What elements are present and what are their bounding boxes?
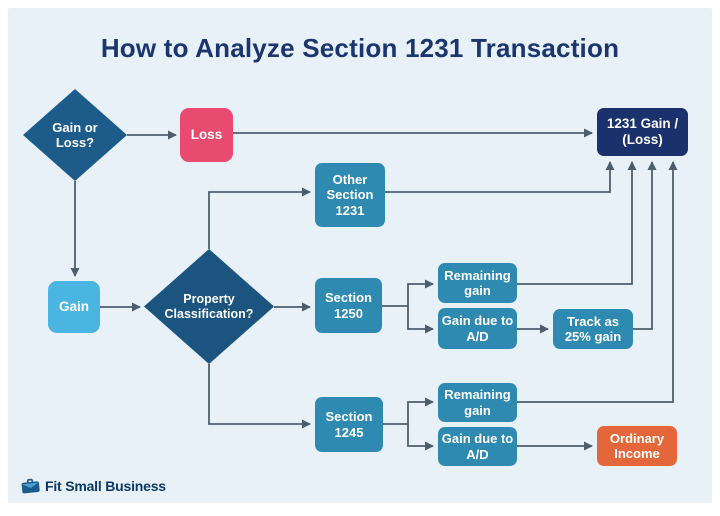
- node-label: Gain: [58, 299, 89, 315]
- page-title: How to Analyze Section 1231 Transaction: [100, 33, 620, 63]
- node-track-25: Track as 25% gain: [553, 309, 633, 349]
- node-label: Track as 25% gain: [564, 313, 622, 344]
- node-label: Section 1250: [325, 290, 372, 321]
- node-gain: Gain: [48, 281, 100, 333]
- node-gain-ad-1245: Gain due to A/D: [438, 427, 517, 466]
- node-label: Loss: [190, 127, 223, 143]
- node-other-1231: Other Section 1231: [315, 163, 385, 227]
- node-label: Gain or Loss?: [52, 119, 98, 150]
- node-label: Section 1245: [325, 409, 373, 440]
- node-loss: Loss: [180, 108, 233, 162]
- node-label: Property Classification?: [164, 291, 254, 321]
- node-section-1245: Section 1245: [315, 397, 383, 452]
- node-label: Gain due to A/D: [441, 431, 514, 462]
- node-section-1250: Section 1250: [315, 278, 382, 333]
- node-gain-1231: 1231 Gain / (Loss): [597, 108, 688, 156]
- node-label: Remaining gain: [444, 387, 511, 418]
- node-gain-ad-1250: Gain due to A/D: [438, 308, 517, 349]
- brand-logo: Fit Small Business: [21, 478, 166, 494]
- node-ordinary-income: Ordinary Income: [597, 426, 677, 466]
- node-label: 1231 Gain / (Loss): [606, 116, 679, 147]
- node-label: Ordinary Income: [609, 430, 665, 461]
- node-label: Gain due to A/D: [441, 313, 514, 344]
- briefcase-icon: [21, 478, 40, 494]
- node-remaining-gain-1245: Remaining gain: [438, 383, 517, 422]
- node-label: Other Section 1231: [326, 172, 374, 218]
- brand-name: Fit Small Business: [45, 478, 166, 494]
- node-remaining-gain-1250: Remaining gain: [438, 263, 517, 303]
- node-label: Remaining gain: [444, 267, 511, 298]
